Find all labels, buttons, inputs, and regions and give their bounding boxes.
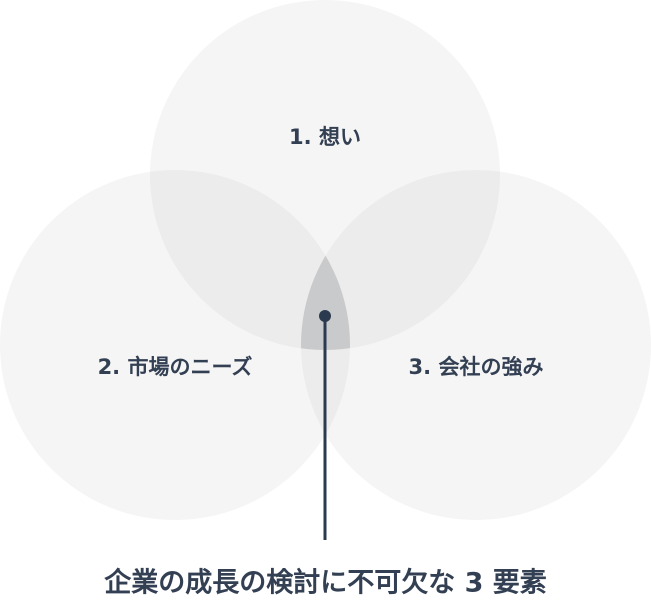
diagram-caption: 企業の成長の検討に不可欠な 3 要素: [104, 567, 547, 599]
label-left: 2. 市場のニーズ: [97, 355, 253, 379]
label-top: 1. 想い: [289, 125, 361, 149]
pointer-dot: [319, 310, 331, 322]
label-right: 3. 会社の強み: [408, 355, 544, 379]
